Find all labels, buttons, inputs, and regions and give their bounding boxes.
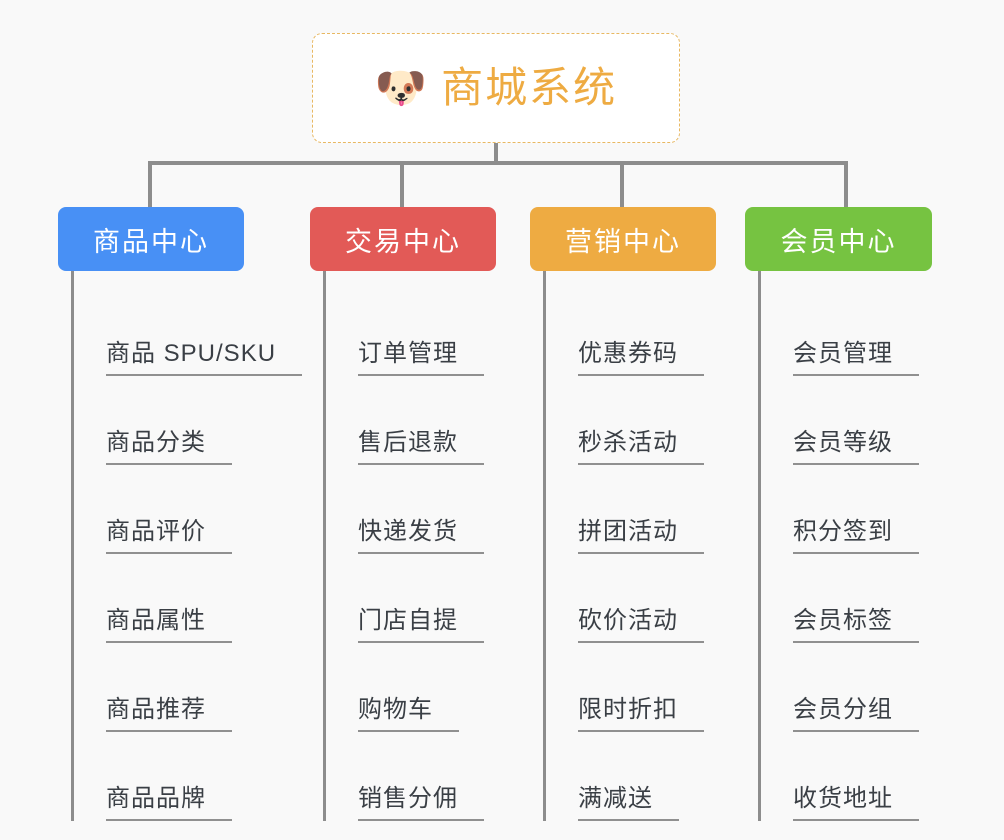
category-label-1: 商品中心 — [93, 226, 209, 257]
category-box-4[interactable]: 会员中心 — [745, 207, 932, 271]
leaf-label: 商品分类 — [106, 422, 232, 465]
category-label-4: 会员中心 — [780, 226, 897, 257]
list-item[interactable]: 收货地址 — [761, 732, 975, 821]
leaf-label: 售后退款 — [358, 422, 484, 465]
leaf-label: 购物车 — [358, 689, 459, 732]
leaf-label: 优惠券码 — [578, 333, 704, 376]
list-item[interactable]: 销售分佣 — [326, 732, 540, 821]
list-item[interactable]: 砍价活动 — [546, 554, 760, 643]
list-item[interactable]: 商品分类 — [74, 376, 288, 465]
list-item[interactable]: 秒杀活动 — [546, 376, 760, 465]
leaf-label: 订单管理 — [358, 333, 484, 376]
connector-root-stem — [494, 143, 498, 164]
category-box-2[interactable]: 交易中心 — [310, 207, 496, 271]
leaf-label: 商品属性 — [106, 600, 232, 643]
list-item[interactable]: 购物车 — [326, 643, 540, 732]
connector-drop-4 — [844, 161, 848, 207]
leaf-label: 商品品牌 — [106, 778, 232, 821]
connector-drop-2 — [400, 161, 404, 207]
leaf-list-3: 优惠券码 秒杀活动 拼团活动 砍价活动 限时折扣 满减送 — [543, 271, 760, 821]
leaf-list-2: 订单管理 售后退款 快递发货 门店自提 购物车 销售分佣 — [323, 271, 540, 821]
leaf-label: 快递发货 — [358, 511, 484, 554]
category-label-2: 交易中心 — [345, 226, 461, 257]
branch-column-3: 营销中心 优惠券码 秒杀活动 拼团活动 砍价活动 限时折扣 满减送 — [530, 207, 760, 821]
leaf-label: 积分签到 — [793, 511, 919, 554]
list-item[interactable]: 门店自提 — [326, 554, 540, 643]
list-item[interactable]: 会员管理 — [761, 287, 975, 376]
list-item[interactable]: 限时折扣 — [546, 643, 760, 732]
list-item[interactable]: 商品品牌 — [74, 732, 288, 821]
connector-horizontal-bus — [148, 161, 848, 165]
list-item[interactable]: 快递发货 — [326, 465, 540, 554]
shiba-dog-face-icon: 🐶 — [374, 64, 428, 111]
leaf-label: 砍价活动 — [578, 600, 704, 643]
leaf-list-4: 会员管理 会员等级 积分签到 会员标签 会员分组 收货地址 — [758, 271, 975, 821]
leaf-label: 门店自提 — [358, 600, 484, 643]
list-item[interactable]: 积分签到 — [761, 465, 975, 554]
branch-column-2: 交易中心 订单管理 售后退款 快递发货 门店自提 购物车 销售分佣 — [310, 207, 540, 821]
leaf-list-1: 商品 SPU/SKU 商品分类 商品评价 商品属性 商品推荐 商品品牌 — [71, 271, 303, 821]
list-item[interactable]: 会员等级 — [761, 376, 975, 465]
category-box-1[interactable]: 商品中心 — [58, 207, 244, 271]
branch-column-4: 会员中心 会员管理 会员等级 积分签到 会员标签 会员分组 收货地址 — [745, 207, 975, 821]
list-item[interactable]: 满减送 — [546, 732, 760, 821]
leaf-label: 商品评价 — [106, 511, 232, 554]
list-item[interactable]: 优惠券码 — [546, 287, 760, 376]
list-item[interactable]: 售后退款 — [326, 376, 540, 465]
leaf-label: 秒杀活动 — [578, 422, 704, 465]
connector-drop-1 — [148, 161, 152, 207]
list-item[interactable]: 商品属性 — [74, 554, 288, 643]
leaf-label: 会员管理 — [793, 333, 919, 376]
leaf-label: 销售分佣 — [358, 778, 484, 821]
list-item[interactable]: 会员标签 — [761, 554, 975, 643]
category-label-3: 营销中心 — [565, 226, 681, 257]
leaf-label: 商品 SPU/SKU — [106, 333, 303, 376]
leaf-label: 拼团活动 — [578, 511, 704, 554]
category-box-3[interactable]: 营销中心 — [530, 207, 716, 271]
leaf-label: 限时折扣 — [578, 689, 704, 732]
leaf-label: 收货地址 — [793, 778, 919, 821]
root-title: 商城系统 — [441, 64, 618, 111]
leaf-label: 满减送 — [578, 778, 679, 821]
list-item[interactable]: 商品推荐 — [74, 643, 288, 732]
list-item[interactable]: 商品评价 — [74, 465, 288, 554]
list-item[interactable]: 会员分组 — [761, 643, 975, 732]
leaf-label: 会员等级 — [793, 422, 919, 465]
leaf-label: 会员分组 — [793, 689, 919, 732]
leaf-label: 商品推荐 — [106, 689, 232, 732]
branch-column-1: 商品中心 商品 SPU/SKU 商品分类 商品评价 商品属性 商品推荐 商品品牌 — [58, 207, 303, 821]
root-node[interactable]: 🐶 商城系统 — [312, 33, 680, 143]
list-item[interactable]: 拼团活动 — [546, 465, 760, 554]
leaf-label: 会员标签 — [793, 600, 919, 643]
list-item[interactable]: 订单管理 — [326, 287, 540, 376]
connector-drop-3 — [620, 161, 624, 207]
list-item[interactable]: 商品 SPU/SKU — [74, 287, 303, 376]
